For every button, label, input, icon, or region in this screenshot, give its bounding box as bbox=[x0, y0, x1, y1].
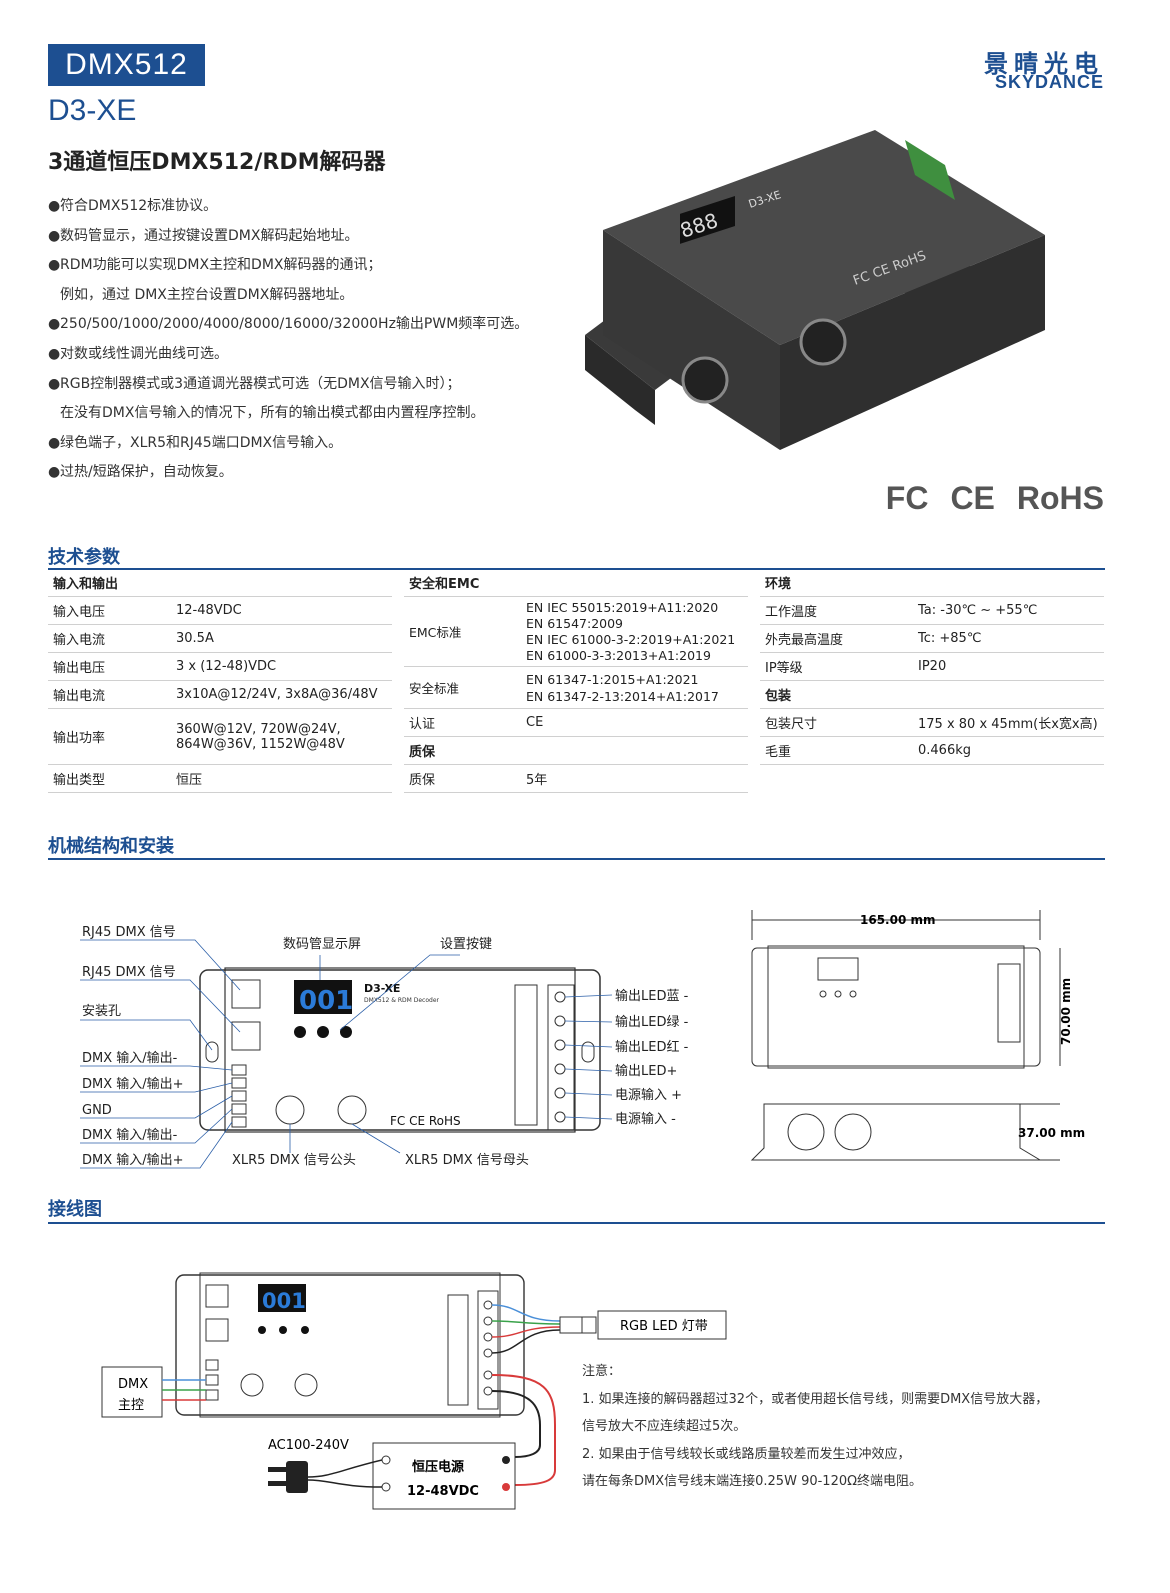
table-subheader: 包装 bbox=[760, 681, 1104, 709]
label-power-minus: 电源输入 - bbox=[615, 1111, 676, 1127]
label-display: 数码管显示屏 bbox=[283, 937, 361, 952]
brand-logo-cn: 景晴光电 bbox=[984, 50, 1104, 78]
label-out-green: 输出LED绿 - bbox=[615, 1014, 689, 1030]
table-header: 安全和EMC bbox=[404, 569, 748, 597]
fc-logo: FC bbox=[885, 480, 929, 516]
section-title-wiring: 接线图 bbox=[48, 1199, 102, 1220]
dmx-box-label-1: DMX bbox=[118, 1377, 148, 1392]
psu-label-1: 恒压电源 bbox=[412, 1459, 464, 1475]
page-title: 3通道恒压DMX512/RDM解码器 bbox=[48, 150, 386, 175]
label-xlr-female: XLR5 DMX 信号母头 bbox=[405, 1153, 529, 1168]
mechanical-diagram: 001 D3-XE DMX512 & RDM Decoder FC CE RoH… bbox=[80, 910, 1085, 1169]
label-buttons: 设置按键 bbox=[440, 937, 492, 952]
brand-logo-en: SKYDANCE bbox=[994, 72, 1104, 92]
dim-length: 165.00 mm bbox=[860, 913, 936, 927]
note-line: 1. 如果连接的解码器超过32个，或者使用超长信号线，则需要DMX信号放大器， bbox=[582, 1391, 1049, 1407]
feature-item: 在没有DMX信号输入的情况下，所有的输出模式都由内置程序控制。 bbox=[60, 405, 485, 422]
note-title: 注意： bbox=[582, 1364, 622, 1379]
label-out-plus: 输出LED+ bbox=[615, 1063, 677, 1079]
ce-logo: CE bbox=[950, 480, 995, 516]
model-name: D3-XE bbox=[48, 94, 137, 127]
feature-item: ●对数或线性调光曲线可选。 bbox=[48, 345, 228, 362]
label-out-blue: 输出LED蓝 - bbox=[615, 988, 689, 1004]
feature-item: ●RDM功能可以实现DMX主控和DMX解码器的通讯； bbox=[48, 257, 382, 274]
label-dmx-minus-2: DMX 输入/输出- bbox=[82, 1127, 178, 1143]
section-rule bbox=[48, 858, 1105, 860]
wiring-diagram: 001 DMX 主控 RGB LED 灯带 恒压电源 12-48VDC AC10… bbox=[101, 1272, 727, 1510]
label-dmx-plus-1: DMX 输入/输出+ bbox=[82, 1076, 184, 1092]
label-gnd: GND bbox=[82, 1103, 112, 1118]
section-rule bbox=[48, 1222, 1105, 1224]
dim-height: 37.00 mm bbox=[1018, 1126, 1085, 1140]
table-row: 输出类型恒压 bbox=[48, 765, 392, 793]
svg-text:D3-XE: D3-XE bbox=[364, 982, 400, 995]
rohs-logo: RoHS bbox=[1016, 480, 1104, 516]
feature-item: ●绿色端子，XLR5和RJ45端口DMX信号输入。 bbox=[48, 434, 343, 451]
section-title-spec: 技术参数 bbox=[48, 547, 120, 568]
certification-logos: FC CE RoHS bbox=[864, 480, 1104, 517]
section-title-mech: 机械结构和安装 bbox=[48, 836, 174, 857]
table-subheader: 质保 bbox=[404, 737, 748, 765]
product-photo: 888 D3-XE FC CE RoHS bbox=[585, 130, 1045, 450]
category-badge: DMX512 bbox=[48, 44, 205, 86]
psu-label-2: 12-48VDC bbox=[407, 1484, 479, 1499]
led-strip-label: RGB LED 灯带 bbox=[620, 1319, 708, 1334]
table-header: 环境 bbox=[760, 569, 1104, 597]
section-rule bbox=[48, 568, 1105, 570]
ac-label: AC100-240V bbox=[268, 1438, 349, 1453]
wiring-display-digits: 001 bbox=[262, 1289, 306, 1313]
label-power-plus: 电源输入 + bbox=[615, 1087, 682, 1103]
dim-width: 70.00 mm bbox=[1059, 978, 1073, 1045]
svg-text:DMX512 & RDM Decoder: DMX512 & RDM Decoder bbox=[364, 997, 440, 1004]
display-digits: 001 bbox=[299, 986, 353, 1016]
label-dmx-plus-2: DMX 输入/输出+ bbox=[82, 1152, 184, 1168]
note-line: 请在每条DMX信号线末端连接0.25W 90-120Ω终端电阻。 bbox=[582, 1474, 923, 1489]
label-rj45-1: RJ45 DMX 信号 bbox=[82, 925, 176, 940]
label-out-red: 输出LED红 - bbox=[615, 1039, 689, 1055]
feature-item: ●RGB控制器模式或3通道调光器模式可选（无DMX信号输入时）； bbox=[48, 375, 461, 392]
label-rj45-2: RJ45 DMX 信号 bbox=[82, 965, 176, 980]
svg-text:FC CE RoHS: FC CE RoHS bbox=[390, 1114, 461, 1128]
feature-item: ●过热/短路保护，自动恢复。 bbox=[48, 464, 233, 481]
label-xlr-male: XLR5 DMX 信号公头 bbox=[232, 1153, 356, 1168]
note-line: 2. 如果由于信号线较长或线路质量较差而发生过冲效应， bbox=[582, 1446, 911, 1462]
dmx-box-label-2: 主控 bbox=[118, 1398, 144, 1413]
feature-item: ●数码管显示，通过按键设置DMX解码起始地址。 bbox=[48, 227, 359, 244]
feature-item: ●符合DMX512标准协议。 bbox=[48, 198, 218, 214]
table-header: 输入和输出 bbox=[48, 569, 392, 597]
wiring-notes: 注意： 1. 如果连接的解码器超过32个，或者使用超长信号线，则需要DMX信号放… bbox=[582, 1358, 1048, 1496]
note-line: 信号放大不应连续超过5次。 bbox=[582, 1419, 747, 1434]
feature-item: 例如，通过 DMX主控台设置DMX解码器地址。 bbox=[60, 286, 354, 303]
label-mount-hole: 安装孔 bbox=[82, 1004, 121, 1019]
feature-item: ●250/500/1000/2000/4000/8000/16000/32000… bbox=[48, 316, 529, 333]
feature-list: ●符合DMX512标准协议。 ●数码管显示，通过按键设置DMX解码起始地址。 ●… bbox=[48, 192, 548, 488]
label-dmx-minus-1: DMX 输入/输出- bbox=[82, 1050, 178, 1066]
